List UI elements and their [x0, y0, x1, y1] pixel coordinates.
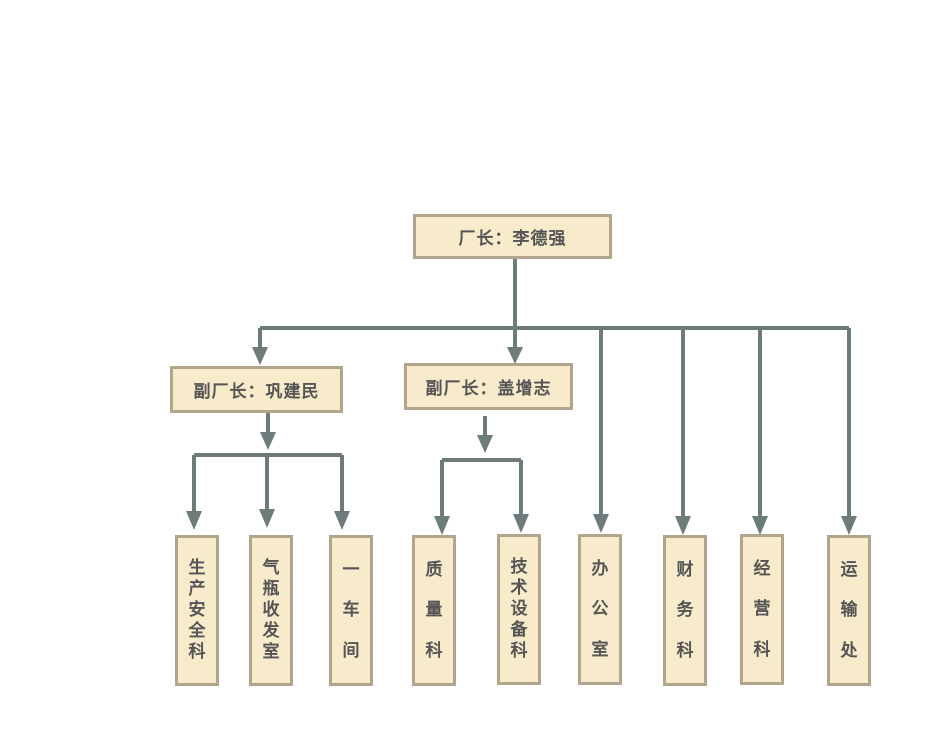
dept-label-char: 科	[753, 639, 771, 660]
dept-label-char: 务	[676, 600, 694, 620]
dept-label-char: 公	[591, 599, 609, 619]
deputy-box-gong: 副厂长：巩建民	[170, 366, 343, 413]
dept-box-transport: 运输处	[827, 535, 871, 686]
dept-label-char: 输	[840, 600, 858, 620]
dept-label-char: 术	[510, 578, 528, 598]
director-connectors	[258, 258, 851, 518]
dept-box-business: 经营科	[740, 534, 784, 685]
dept-label-char: 室	[591, 639, 609, 660]
arrow-to-safety	[186, 511, 202, 530]
dept-label-char: 科	[510, 641, 528, 661]
dept-label-char: 运	[840, 559, 858, 580]
dept-label-char: 量	[425, 600, 443, 620]
dept-box-office: 办公室	[578, 534, 622, 685]
dept-label-char: 气	[262, 558, 280, 578]
dept-label-char: 财	[676, 559, 694, 580]
dept-label-char: 技	[510, 557, 528, 577]
deputy-box-gai: 副厂长：盖增志	[404, 363, 573, 410]
dept-label-char: 车	[342, 600, 360, 620]
dept-label-char: 营	[753, 599, 771, 619]
dept-label-char: 办	[591, 558, 609, 579]
dept-label-char: 经	[753, 558, 771, 579]
deputy-1-connectors	[192, 413, 344, 513]
dept-label-char: 备	[510, 620, 528, 640]
dept-label-char: 全	[188, 621, 206, 641]
dept-label-char: 瓶	[262, 579, 280, 599]
arrow-to-finance	[675, 516, 691, 535]
dept-label-char: 生	[188, 558, 206, 578]
dept-label-char: 质	[425, 559, 443, 580]
arrow-to-workshop	[334, 511, 350, 530]
arrow-deputy-2-down	[477, 435, 493, 453]
dept-label-char: 一	[342, 559, 360, 580]
dept-label-char: 安	[188, 600, 206, 620]
dept-label-char: 科	[188, 642, 206, 662]
dept-label-char: 室	[262, 642, 280, 662]
dept-label-char: 设	[510, 599, 528, 619]
dept-label-char: 产	[188, 579, 206, 599]
arrow-to-office	[593, 514, 609, 533]
director-label: 厂长：李德强	[458, 229, 567, 249]
arrow-to-business	[752, 516, 768, 535]
dept-box-tech: 技术设备科	[497, 534, 541, 685]
arrow-to-director-deputy-2	[507, 347, 523, 364]
deputy-label: 副厂长：巩建民	[193, 382, 320, 402]
dept-label-char: 间	[342, 640, 360, 661]
dept-label-char: 科	[676, 640, 694, 661]
deputy-2-connectors	[440, 416, 523, 518]
arrow-to-tech	[513, 514, 529, 533]
arrow-to-cylinder	[259, 509, 275, 528]
dept-label-char: 发	[262, 621, 280, 641]
deputy-label: 副厂长：盖增志	[425, 379, 552, 399]
dept-box-workshop: 一车间	[329, 535, 373, 686]
arrow-deputy-1-down	[260, 432, 276, 450]
arrow-to-quality	[434, 516, 450, 535]
director-box: 厂长：李德强	[413, 214, 612, 259]
arrow-to-transport	[841, 516, 857, 535]
dept-box-quality: 质量科	[412, 535, 456, 686]
dept-label-char: 收	[262, 600, 280, 620]
dept-box-cylinder: 气瓶收发室	[249, 535, 293, 686]
arrow-to-deputy-1	[252, 347, 268, 365]
arrowheads	[186, 347, 857, 535]
dept-label-char: 科	[425, 640, 443, 661]
dept-box-safety: 生产安全科	[175, 535, 219, 686]
dept-label-char: 处	[840, 640, 858, 661]
dept-box-finance: 财务科	[663, 535, 707, 686]
